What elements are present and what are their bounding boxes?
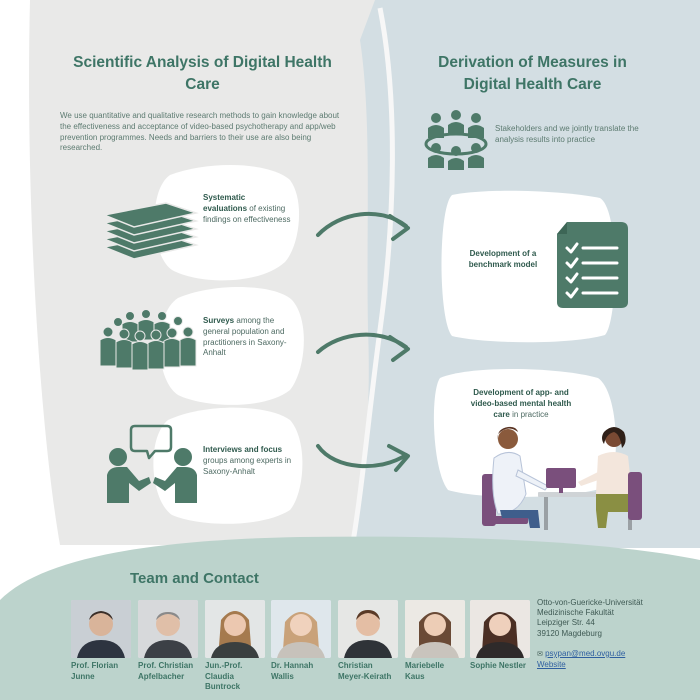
avatar bbox=[405, 600, 465, 658]
avatar bbox=[271, 600, 331, 658]
avatar bbox=[470, 600, 530, 658]
analysis-item-surveys: Surveys among the general population and… bbox=[203, 316, 291, 359]
measure-practice: Development of app- and video-based ment… bbox=[465, 388, 577, 420]
team-member-1: Prof. Florian Junne bbox=[71, 600, 131, 682]
team-member-name: Prof. Florian Junne bbox=[71, 661, 119, 681]
team-title: Team and Contact bbox=[130, 570, 259, 587]
blob-systematic bbox=[154, 164, 300, 281]
stakeholders-icon bbox=[424, 110, 488, 170]
arrow-2 bbox=[316, 332, 410, 362]
contact-block: Otto-von-Guericke-Universität Medizinisc… bbox=[537, 598, 697, 670]
contact-line-3: Leipziger Str. 44 bbox=[537, 618, 595, 628]
team-member-6: Mariebelle Kaus bbox=[405, 600, 465, 682]
analysis-item-surveys-bold: Surveys bbox=[203, 316, 235, 325]
team-member-5: Christian Meyer-Keirath bbox=[338, 600, 398, 682]
consultation-icon bbox=[482, 426, 642, 530]
intro-text: We use quantitative and qualitative rese… bbox=[60, 111, 340, 153]
contact-line-4: 39120 Magdeburg bbox=[537, 628, 602, 638]
team-member-4: Dr. Hannah Wallis bbox=[271, 600, 331, 682]
right-title: Derivation of Measures in Digital Health… bbox=[438, 54, 627, 93]
analysis-item-interviews-rest: groups among experts in Saxony-Anhalt bbox=[203, 455, 292, 476]
measure-benchmark-bold: Development of a benchmark model bbox=[468, 249, 538, 269]
crowd-icon bbox=[100, 309, 197, 370]
divider-curve bbox=[349, 7, 395, 549]
documents-stack-icon bbox=[101, 202, 199, 260]
checklist-icon bbox=[557, 222, 628, 308]
team-member-3: Jun.-Prof. Claudia Buntrock bbox=[205, 600, 265, 693]
team-member-7: Sophie Nestler bbox=[470, 600, 530, 672]
blob-surveys bbox=[159, 286, 304, 405]
team-member-2: Prof. Christian Apfelbacher bbox=[138, 600, 198, 682]
arrow-1 bbox=[316, 211, 410, 241]
team-member-name: Mariebelle Kaus bbox=[405, 661, 445, 681]
measure-practice-rest: in practice bbox=[509, 409, 549, 419]
envelope-icon: ✉ bbox=[537, 650, 543, 658]
measure-practice-bold: Development of app- and video-based ment… bbox=[470, 388, 572, 419]
analysis-item-surveys-rest: among the general population and practit… bbox=[203, 316, 287, 358]
arrow-3 bbox=[316, 444, 410, 472]
avatar bbox=[338, 600, 398, 658]
analysis-item-interviews-bold: Interviews and focus bbox=[203, 445, 283, 454]
team-member-name: Prof. Christian Apfelbacher bbox=[138, 661, 194, 681]
stakeholder-text: Stakeholders and we jointly translate th… bbox=[495, 124, 639, 144]
contact-email-row: ✉ psypan@med.ovgu.de bbox=[537, 649, 697, 660]
blob-practice bbox=[433, 368, 616, 497]
analysis-item-interviews: Interviews and focus groups among expert… bbox=[203, 445, 293, 477]
analysis-item-systematic-bold: Systematic evaluations bbox=[203, 193, 248, 213]
avatar bbox=[205, 600, 265, 658]
contact-line-1: Otto-von-Guericke-Universität bbox=[537, 598, 643, 607]
contact-line-2: Medizinische Fakultät bbox=[537, 608, 614, 618]
team-member-name: Sophie Nestler bbox=[470, 661, 527, 670]
avatar bbox=[71, 600, 131, 658]
analysis-item-systematic-rest: of existing findings on effectiveness bbox=[203, 203, 291, 224]
email-link[interactable]: psypan@med.ovgu.de bbox=[545, 648, 626, 658]
team-member-name: Jun.-Prof. Claudia Buntrock bbox=[205, 661, 243, 691]
website-link[interactable]: Website bbox=[537, 660, 566, 670]
measure-benchmark: Development of a benchmark model bbox=[462, 249, 544, 271]
interview-icon bbox=[107, 424, 197, 503]
left-title: Scientific Analysis of Digital Health Ca… bbox=[73, 54, 332, 93]
team-member-name: Christian Meyer-Keirath bbox=[338, 661, 392, 681]
team-member-name: Dr. Hannah Wallis bbox=[271, 661, 314, 681]
avatar bbox=[138, 600, 198, 658]
analysis-item-systematic: Systematic evaluations of existing findi… bbox=[203, 193, 291, 225]
